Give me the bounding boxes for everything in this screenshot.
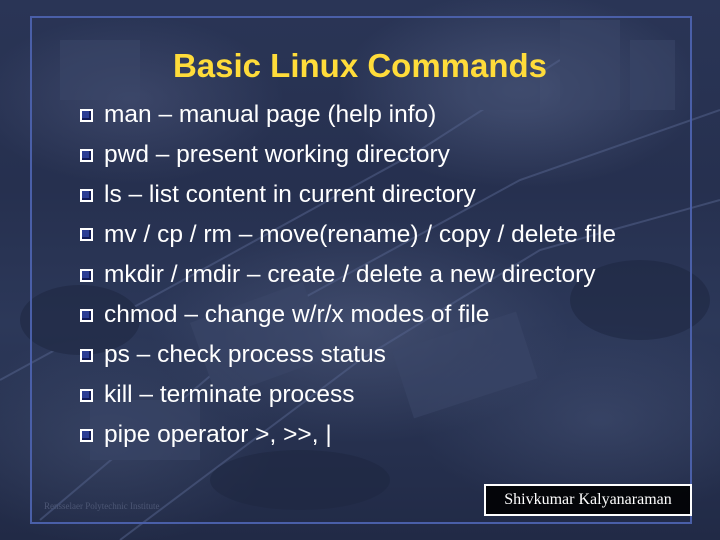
- square-bullet-icon: [80, 109, 93, 122]
- institution-footer: Rensselaer Polytechnic Institute: [44, 501, 160, 511]
- square-bullet-icon: [80, 309, 93, 322]
- bullet-text: pipe operator >, >>, |: [104, 421, 332, 448]
- bullet-item-man: man – manual page (help info): [80, 95, 680, 135]
- bullet-item-pipe: pipe operator >, >>, |: [80, 415, 680, 455]
- bullet-item-mv-cp-rm: mv / cp / rm – move(rename) / copy / del…: [80, 215, 680, 255]
- slide-title: Basic Linux Commands: [172, 47, 548, 84]
- slide-frame: [30, 16, 692, 524]
- author-label: Shivkumar Kalyanaraman: [484, 484, 692, 516]
- bullet-text: pwd – present working directory: [104, 141, 450, 168]
- square-bullet-icon: [80, 189, 93, 202]
- bullet-text: kill – terminate process: [104, 381, 355, 408]
- bullet-text: man – manual page (help info): [104, 101, 437, 128]
- bullet-item-chmod: chmod – change w/r/x modes of file: [80, 295, 680, 335]
- bullet-text: ps – check process status: [104, 341, 386, 368]
- square-bullet-icon: [80, 228, 93, 241]
- square-bullet-icon: [80, 429, 93, 442]
- bullet-text: mkdir / rmdir – create / delete a new di…: [104, 261, 596, 288]
- square-bullet-icon: [80, 269, 93, 282]
- bullet-item-kill: kill – terminate process: [80, 375, 680, 415]
- square-bullet-icon: [80, 149, 93, 162]
- bullet-text: mv / cp / rm – move(rename) / copy / del…: [104, 221, 616, 248]
- square-bullet-icon: [80, 349, 93, 362]
- bullet-text: ls – list content in current directory: [104, 181, 476, 208]
- bullet-list: man – manual page (help info) pwd – pres…: [80, 95, 680, 455]
- bullet-item-mkdir-rmdir: mkdir / rmdir – create / delete a new di…: [80, 255, 680, 295]
- bullet-item-pwd: pwd – present working directory: [80, 135, 680, 175]
- bullet-item-ls: ls – list content in current directory: [80, 175, 680, 215]
- bullet-text: chmod – change w/r/x modes of file: [104, 301, 490, 328]
- square-bullet-icon: [80, 389, 93, 402]
- bullet-item-ps: ps – check process status: [80, 335, 680, 375]
